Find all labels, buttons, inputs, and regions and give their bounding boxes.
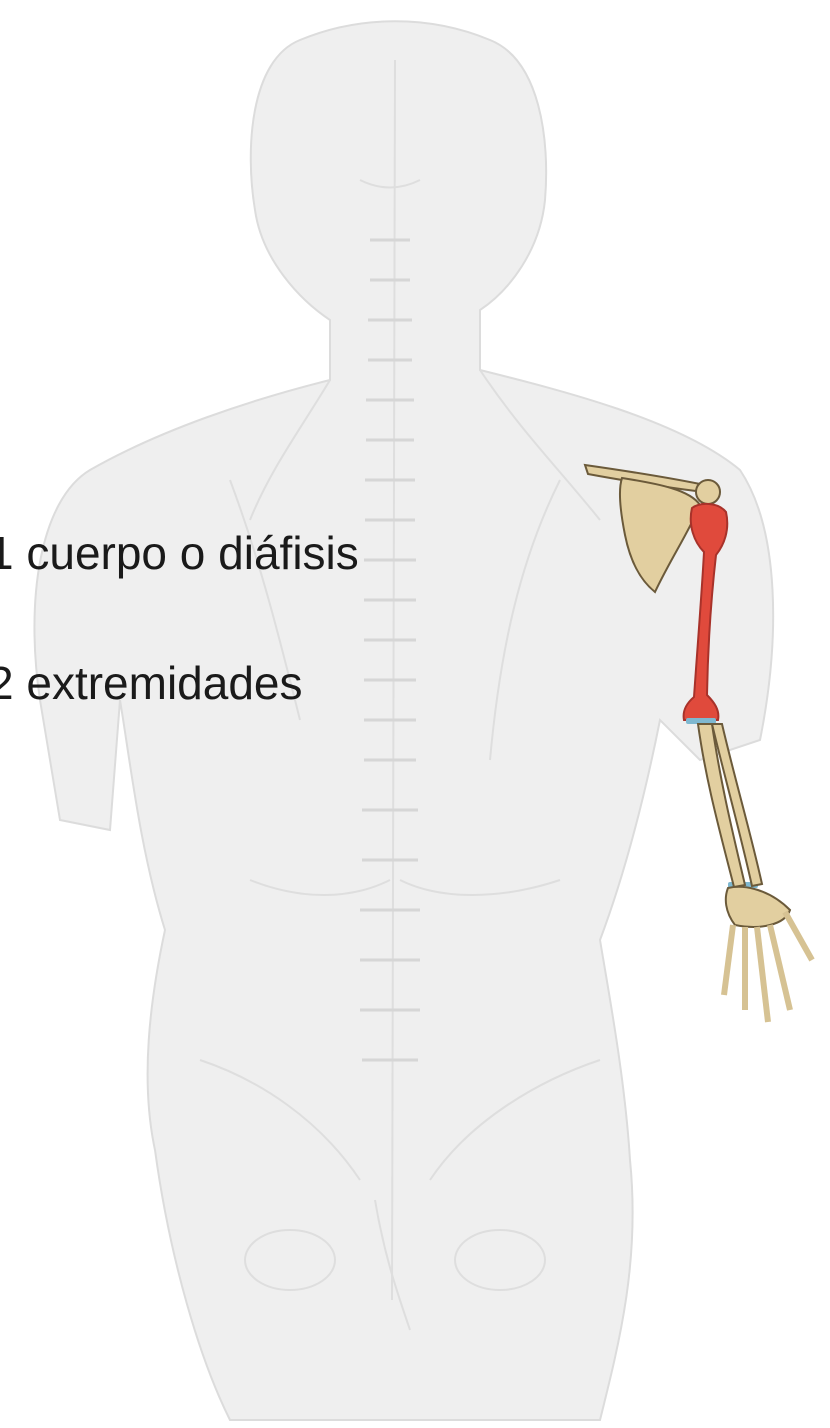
hand-bones [724, 887, 812, 1022]
label-extremities: 2 extremidades [0, 660, 303, 706]
label-diaphysis: 1 cuerpo o diáfisis [0, 530, 359, 576]
